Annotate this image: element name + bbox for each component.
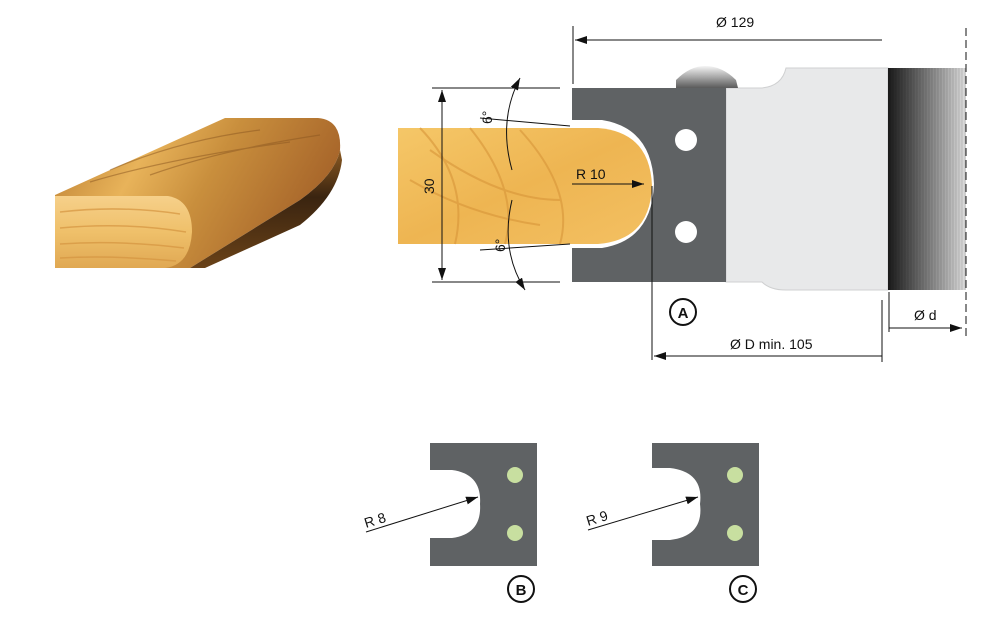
- radius-b-label: R 8: [362, 509, 388, 531]
- label-a-circle: [669, 298, 697, 326]
- label-a: A: [678, 305, 689, 322]
- knife-a-hole-bottom: [675, 221, 697, 243]
- knife-a-hole-top: [675, 129, 697, 151]
- cutter-hub: [888, 68, 966, 290]
- knife-b-hole-bottom: [507, 525, 523, 541]
- radius-c-label: R 9: [584, 507, 610, 529]
- angle-top-label: 6°: [479, 111, 495, 124]
- screw-head: [676, 66, 738, 88]
- bore-diameter-label: Ø d: [914, 307, 937, 323]
- knife-c: [652, 443, 759, 566]
- outer-diameter-label: Ø 129: [716, 14, 754, 30]
- angle-bottom-label: 6°: [492, 239, 508, 252]
- knife-c-hole-top: [727, 467, 743, 483]
- radius-main-label: R 10: [576, 166, 606, 182]
- cutter-body: [572, 66, 966, 291]
- knife-b-hole-top: [507, 467, 523, 483]
- height-label: 30: [421, 178, 437, 194]
- knife-b: [430, 443, 537, 566]
- label-b: B: [516, 582, 527, 599]
- wood-moulding-3d: [55, 118, 342, 268]
- wood-profile: [398, 127, 652, 245]
- label-b-circle: [507, 575, 535, 603]
- label-c: C: [738, 582, 749, 599]
- min-diameter-label: Ø D min. 105: [730, 336, 813, 352]
- knife-c-hole-bottom: [727, 525, 743, 541]
- label-c-circle: [729, 575, 757, 603]
